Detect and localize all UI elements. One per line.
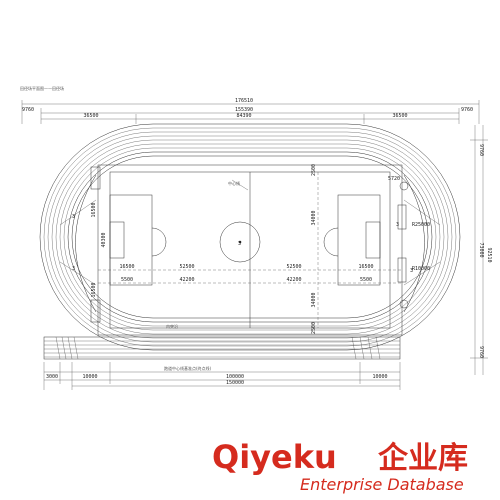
bottom-dimension-lines xyxy=(43,362,401,390)
dim-field-left-top: 52500 xyxy=(179,264,194,270)
dim-field-v-upper: 34000 xyxy=(311,210,317,225)
watermark-subtitle: Enterprise Database xyxy=(300,475,464,494)
dim-bottom-right: 10000 xyxy=(372,374,387,380)
marker-left-3: 3 xyxy=(72,214,75,220)
dim-right-pen-h2: 5500 xyxy=(360,277,372,283)
watermark-brand: Qiyeku xyxy=(212,438,337,476)
left-event-area xyxy=(59,166,101,323)
right-dimension-lines xyxy=(470,125,488,375)
dim-left-pen-h1: 16500 xyxy=(119,264,134,270)
dim-right-pen-h1: 16500 xyxy=(358,264,373,270)
running-track xyxy=(39,123,461,351)
qiyeku-watermark: Qiyeku 企业库 Enterprise Database xyxy=(212,438,468,494)
dim-right-area-r2: R10000 xyxy=(412,266,430,272)
marker-center-3: 3 xyxy=(238,241,241,247)
marker-right-small-3: 3 xyxy=(410,268,413,274)
center-line-callout: 中心线 xyxy=(228,179,249,191)
dim-left-pen-v2: 40300 xyxy=(101,232,107,247)
dim-field-v-bottom: 2500 xyxy=(311,322,317,334)
label-center-line: 中心线 xyxy=(228,180,240,186)
label-inner-track-edge: 内突沿 xyxy=(166,323,178,329)
dim-field-right-bottom: 42200 xyxy=(286,277,301,283)
dim-field-right-top: 52500 xyxy=(286,264,301,270)
marker-left-small-3: 3 xyxy=(72,266,75,272)
label-track-start: 跑道中心线基准点(终点线) xyxy=(164,365,212,371)
dim-top-right-radius: 36500 xyxy=(392,113,407,119)
right-event-area xyxy=(397,174,441,313)
dim-right-mid: 73000 xyxy=(478,242,484,257)
dim-bottom-left-10000: 10000 xyxy=(82,374,97,380)
dim-right-area-top: 5720 xyxy=(388,176,400,182)
dim-right-top: 9760 xyxy=(478,144,484,156)
dim-top-overall: 176510 xyxy=(235,98,253,104)
dim-field-left-bottom: 42200 xyxy=(179,277,194,283)
football-field xyxy=(97,164,403,336)
bottom-straight-extension xyxy=(43,336,401,360)
marker-right-3: 3 xyxy=(396,222,399,228)
dim-top-left-radius: 36500 xyxy=(83,113,98,119)
dim-top-inner: 155390 xyxy=(235,107,253,113)
dim-bottom-overall: 150000 xyxy=(226,380,244,386)
dim-left-pen-h2: 5500 xyxy=(121,277,133,283)
dim-right-margin: 9760 xyxy=(461,107,473,113)
dim-left-pen-v3: 16500 xyxy=(91,282,97,297)
dim-top-straight: 84390 xyxy=(236,113,251,119)
header-note: 田径场平面图——田径场 xyxy=(20,85,64,91)
dim-left-margin: 9760 xyxy=(22,107,34,113)
dim-right-bottom: 9760 xyxy=(478,346,484,358)
dim-right-total: 92510 xyxy=(486,247,492,262)
watermark-brand-cn: 企业库 xyxy=(378,441,468,476)
dim-field-v-lower: 34000 xyxy=(311,292,317,307)
dim-right-area-r1: R25000 xyxy=(412,222,430,228)
top-dimension-lines xyxy=(21,100,480,124)
dim-left-pen-v1: 16500 xyxy=(91,202,97,217)
dim-bottom-center: 100000 xyxy=(226,374,244,380)
dim-bottom-3000: 3000 xyxy=(46,374,58,380)
dim-field-v-top: 2500 xyxy=(311,164,317,176)
